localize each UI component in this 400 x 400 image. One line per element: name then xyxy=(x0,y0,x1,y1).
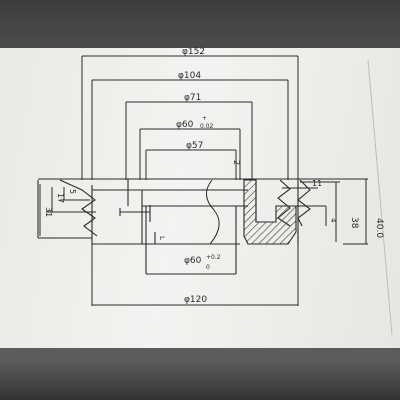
label-h5: 5 xyxy=(68,189,77,194)
label-mark-2: 2 xyxy=(232,160,241,165)
break-line xyxy=(206,179,220,245)
dimension-d120 xyxy=(91,244,299,306)
label-mark-L: L xyxy=(158,236,166,240)
dimension-h5 xyxy=(60,187,90,201)
label-d60-bottom-upper: +0.2 xyxy=(206,254,221,261)
dimension-d152 xyxy=(81,55,299,180)
dimension-h40 xyxy=(343,178,368,245)
label-d104: φ104 xyxy=(178,71,201,81)
label-w11: 11 xyxy=(312,179,322,188)
label-w4: 4 xyxy=(329,218,337,223)
dimension-d104 xyxy=(91,79,289,180)
label-h38: 38 xyxy=(349,217,359,229)
label-d60-bottom: φ60 xyxy=(184,256,202,266)
label-d60-bottom-lower: 0 xyxy=(206,264,210,271)
dimension-d60-top xyxy=(139,128,241,180)
dimension-h17 xyxy=(46,187,96,213)
label-h17: 17 xyxy=(56,193,65,203)
label-d60-top: φ60 xyxy=(176,120,194,130)
dimension-d71 xyxy=(125,101,253,180)
dimension-h38 xyxy=(300,181,340,242)
label-d120: φ120 xyxy=(184,295,207,305)
label-d60-top-upper: + xyxy=(202,115,207,122)
label-d71: φ71 xyxy=(184,93,201,103)
paper-fold-line xyxy=(367,59,393,336)
section-hatch xyxy=(243,179,297,245)
label-d152: φ152 xyxy=(182,47,205,57)
dimension-w4 xyxy=(296,205,327,226)
label-h31: 31 xyxy=(44,207,53,217)
label-d57: φ57 xyxy=(186,141,203,151)
drawing-paper xyxy=(0,48,400,348)
dimension-d57 xyxy=(145,149,237,180)
label-d60-top-lower: 0.02 xyxy=(200,123,214,130)
label-h40: 40.0 xyxy=(374,218,384,238)
